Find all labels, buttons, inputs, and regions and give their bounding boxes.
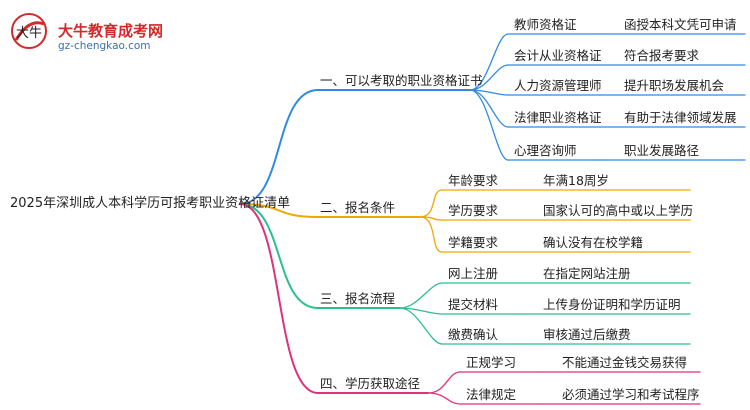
detail-label: 符合报考要求: [624, 48, 700, 63]
child-label: 提交材料: [448, 297, 499, 312]
branch-label: 四、学历获取途径: [320, 376, 421, 391]
child-connector: [469, 89, 509, 161]
child-connector: [399, 307, 443, 345]
detail-label: 提升职场发展机会: [624, 78, 725, 93]
logo-url: gz-chengkao.com: [58, 40, 151, 52]
branch-connector: [239, 203, 319, 309]
logo-mark-icon: 大牛: [11, 13, 47, 49]
detail-label: 职业发展路径: [624, 143, 700, 158]
detail-label: 年满18周岁: [543, 173, 609, 188]
branch-label: 二、报名条件: [320, 200, 396, 215]
branch-connector: [239, 203, 319, 394]
child-label: 学籍要求: [448, 235, 499, 250]
child-label: 学历要求: [448, 203, 499, 218]
child-label: 法律职业资格证: [514, 110, 602, 125]
detail-label: 在指定网站注册: [543, 266, 631, 281]
detail-label: 不能通过金钱交易获得: [562, 355, 688, 370]
detail-label: 必须通过学习和考试程序: [562, 387, 700, 402]
child-label: 缴费确认: [448, 327, 499, 342]
branch-label: 一、可以考取的职业资格证书: [320, 73, 483, 88]
detail-label: 审核通过后缴费: [543, 327, 631, 342]
branch-connector: [239, 89, 319, 205]
detail-label: 确认没有在校学籍: [543, 235, 644, 250]
child-label: 正规学习: [466, 355, 517, 370]
child-connector: [419, 216, 443, 253]
child-label: 年龄要求: [448, 173, 499, 188]
child-label: 心理咨询师: [514, 143, 577, 158]
child-label: 网上注册: [448, 266, 499, 281]
detail-label: 有助于法律领域发展: [624, 110, 737, 125]
child-label: 法律规定: [466, 387, 517, 402]
logo-title: 大牛教育成考网: [58, 22, 164, 40]
site-logo: 大牛 大牛教育成考网 gz-chengkao.com: [8, 10, 208, 55]
child-connector: [427, 392, 461, 405]
logo-mark-text: 大牛: [16, 26, 42, 41]
child-connector: [469, 33, 509, 91]
child-connector: [427, 371, 461, 394]
child-connector: [399, 282, 443, 309]
child-connector: [469, 89, 509, 128]
detail-label: 函授本科文凭可申请: [624, 17, 737, 32]
child-label: 人力资源管理师: [514, 78, 602, 93]
child-label: 教师资格证: [514, 17, 577, 32]
child-connector: [469, 64, 509, 91]
child-label: 会计从业资格证: [514, 48, 602, 63]
branch-connector: [239, 203, 319, 218]
child-connector: [419, 189, 443, 218]
branch-label: 三、报名流程: [320, 291, 396, 306]
detail-label: 上传身份证明和学历证明: [543, 297, 681, 312]
root-node: 2025年深圳成人本科学历可报考职业资格证清单: [10, 196, 291, 211]
detail-label: 国家认可的高中或以上学历: [543, 203, 694, 218]
